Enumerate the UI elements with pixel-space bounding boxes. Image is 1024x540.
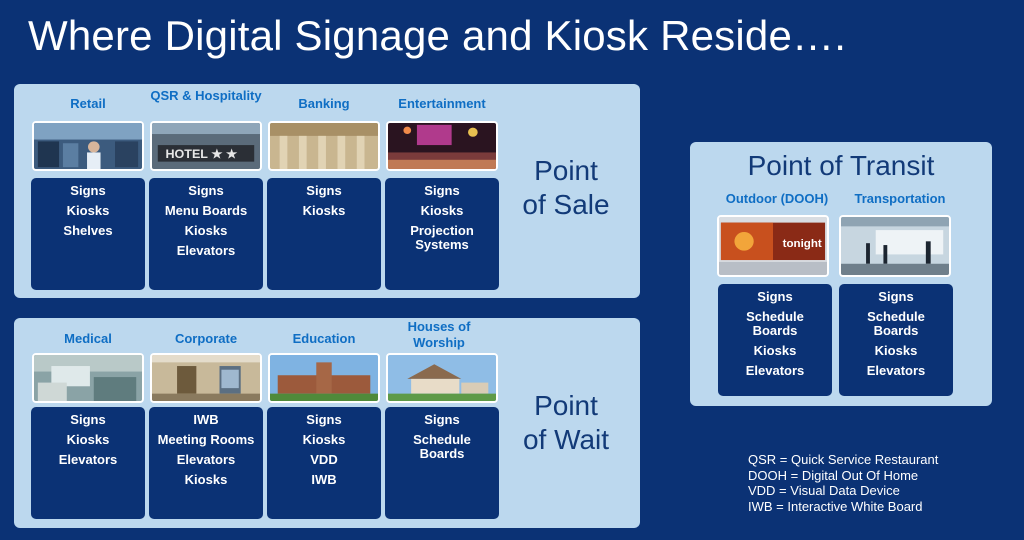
church-photo — [386, 353, 498, 403]
airport-photo — [839, 215, 951, 277]
svg-text:HOTEL ★ ★: HOTEL ★ ★ — [166, 147, 238, 161]
point-of-sale-line1: Point — [534, 155, 598, 186]
list-item: Signs — [70, 183, 106, 198]
list-item: Signs — [70, 412, 106, 427]
category-retail: Retail — [70, 96, 106, 111]
category-corporate: Corporate — [174, 331, 238, 346]
point-of-wait-line2: of Wait — [522, 424, 610, 455]
corporate-list: IWB Meeting Rooms Elevators Kiosks — [149, 407, 263, 519]
category-education: Education — [292, 331, 356, 346]
list-item: Projection Systems — [410, 223, 474, 252]
list-item: Kiosks — [302, 432, 346, 447]
list-item: Signs — [757, 289, 793, 304]
list-item: Elevators — [745, 362, 805, 378]
list-item: Shelves — [63, 223, 113, 238]
banking-list: Signs Kiosks — [267, 178, 381, 290]
corporate-photo — [150, 353, 262, 403]
bank-photo — [268, 121, 380, 171]
legend-item: IWB = Interactive White Board — [748, 498, 923, 514]
qsr-hospitality-list: Signs Menu Boards Kiosks Elevators — [149, 178, 263, 290]
list-item: Schedule Boards — [413, 432, 471, 461]
education-list: Signs Kiosks VDD IWB — [267, 407, 381, 519]
concert-photo — [386, 121, 498, 171]
point-of-sale-line2: of Sale — [522, 189, 610, 220]
list-item: Elevators — [176, 452, 236, 467]
billboard-text: tonight — [783, 238, 822, 250]
list-item: Kiosks — [874, 342, 918, 358]
category-outdoor-dooh: Outdoor (DOOH) — [725, 191, 829, 206]
list-item: Kiosks — [753, 342, 797, 358]
point-of-wait-line1: Point — [534, 390, 598, 421]
list-item: Kiosks — [420, 203, 464, 218]
education-photo — [268, 353, 380, 403]
retail-photo — [32, 121, 144, 171]
list-item: Kiosks — [66, 432, 110, 447]
list-item: VDD — [310, 452, 338, 467]
transportation-list: Signs Schedule Boards Kiosks Elevators — [839, 284, 953, 396]
slide-title: Where Digital Signage and Kiosk Reside…. — [28, 12, 847, 59]
list-item: Meeting Rooms — [157, 432, 255, 447]
list-item: Signs — [188, 183, 224, 198]
abbreviation-legend: QSR = Quick Service Restaurant DOOH = Di… — [748, 452, 938, 514]
outdoor-dooh-list: Signs Schedule Boards Kiosks Elevators — [718, 284, 832, 396]
legend-item: VDD = Visual Data Device — [748, 483, 900, 498]
medical-photo — [32, 353, 144, 403]
list-item: Signs — [424, 183, 460, 198]
point-of-transit-title: Point of Transit — [747, 150, 935, 181]
retail-list: Signs Kiosks Shelves — [31, 178, 145, 290]
point-of-wait-label: Point of Wait — [506, 389, 626, 457]
worship-list: Signs Schedule Boards — [385, 407, 499, 519]
point-of-sale-label: Point of Sale — [506, 154, 626, 222]
list-item: Elevators — [176, 243, 236, 258]
category-banking: Banking — [298, 96, 350, 111]
category-qsr-hospitality: QSR & Hospitality — [148, 88, 264, 104]
list-item: Signs — [306, 183, 342, 198]
category-worship-label: Houses of Worship — [407, 319, 471, 350]
list-item: Kiosks — [302, 203, 346, 218]
list-item: Menu Boards — [164, 203, 248, 218]
category-houses-of-worship: Houses of Worship — [384, 319, 494, 351]
category-entertainment: Entertainment — [398, 96, 486, 111]
legend-item: QSR = Quick Service Restaurant — [748, 452, 939, 467]
legend-item: DOOH = Digital Out Of Home — [748, 467, 919, 483]
list-item: Elevators — [866, 362, 926, 378]
hotel-photo: HOTEL ★ ★ — [150, 121, 262, 171]
billboard-photo: tonight — [717, 215, 829, 277]
category-qsr-label: QSR & Hospitality — [150, 88, 262, 103]
medical-list: Signs Kiosks Elevators — [31, 407, 145, 519]
list-item: Schedule Boards — [867, 309, 925, 338]
list-item: IWB — [311, 472, 337, 487]
list-item: IWB — [193, 412, 219, 427]
list-item: Elevators — [58, 452, 118, 467]
list-item: Signs — [878, 289, 914, 304]
category-transportation: Transportation — [854, 191, 946, 206]
list-item: Signs — [306, 412, 342, 427]
list-item: Schedule Boards — [746, 309, 804, 338]
list-item: Signs — [424, 412, 460, 427]
list-item: Kiosks — [184, 472, 228, 487]
list-item: Kiosks — [184, 223, 228, 238]
entertainment-list: Signs Kiosks Projection Systems — [385, 178, 499, 290]
list-item: Kiosks — [66, 203, 110, 218]
category-medical: Medical — [64, 331, 112, 346]
